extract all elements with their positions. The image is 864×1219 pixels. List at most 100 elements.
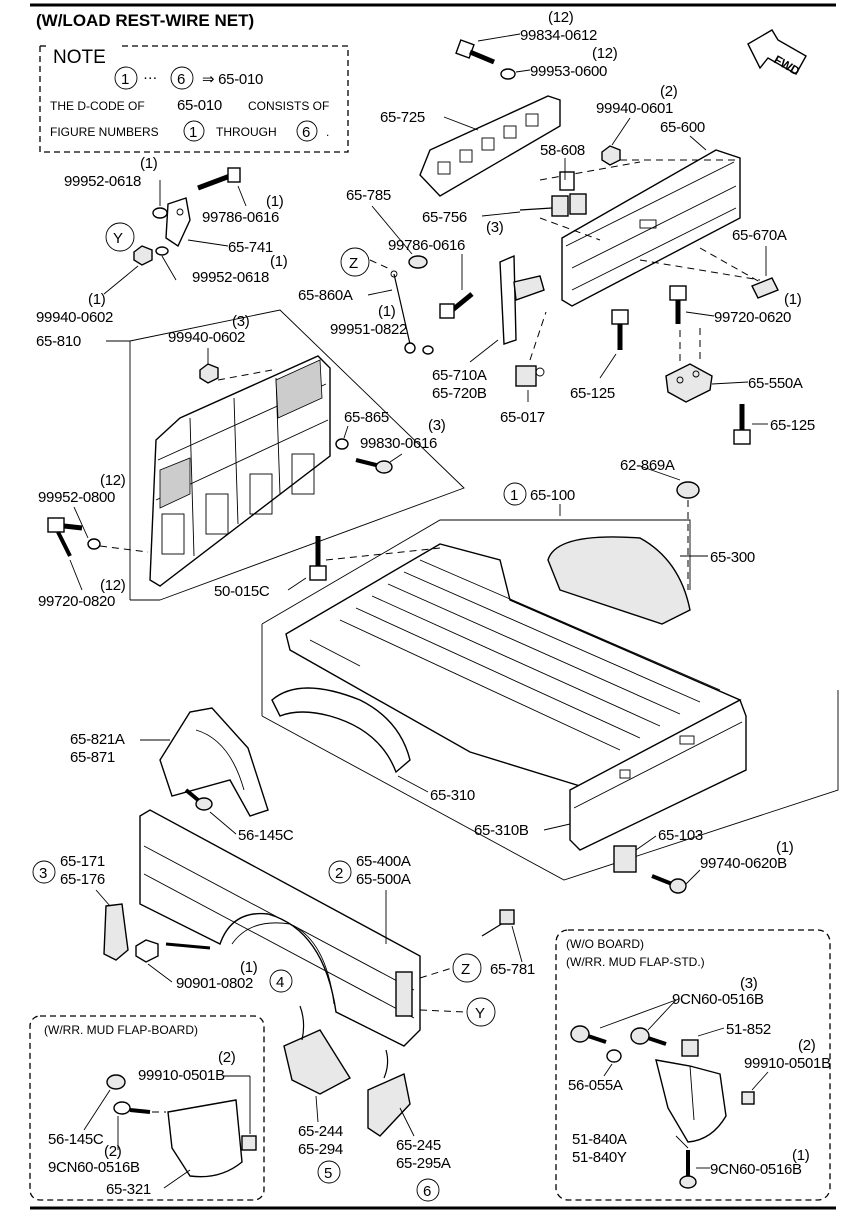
washer-99952-0618a-icon bbox=[152, 207, 168, 219]
callout-z-bottom bbox=[452, 953, 482, 983]
brace-65-171-icon bbox=[103, 903, 129, 961]
label-65-550A: 65-550A bbox=[748, 375, 803, 392]
label-bl-9CN60-0516B: 9CN60-0516B bbox=[48, 1159, 140, 1176]
bracket-65-741-icon bbox=[165, 197, 191, 248]
label-65-810: 65-810 bbox=[36, 333, 81, 350]
label-65-300: 65-300 bbox=[710, 549, 755, 566]
washer-65-865-icon bbox=[335, 438, 349, 450]
label-99830-qty: (3) bbox=[428, 417, 446, 434]
label-br-9CN60b-0516B: 9CN60-0516B bbox=[710, 1161, 802, 1178]
note-range-to: 6 bbox=[177, 71, 185, 88]
label-65-756: 65-756 bbox=[422, 209, 467, 226]
screw-bl-9CN60-icon bbox=[113, 1101, 151, 1115]
clip-br-56-055A-icon bbox=[606, 1049, 622, 1063]
callout-y-top bbox=[105, 222, 135, 252]
label-65-600: 65-600 bbox=[660, 119, 705, 136]
screw-br-9CN60b-icon bbox=[630, 1027, 667, 1046]
box-right-title-1: (W/O BOARD) bbox=[566, 937, 644, 951]
label-65-310: 65-310 bbox=[430, 787, 475, 804]
label-br-9CN60b-qty: (1) bbox=[792, 1147, 810, 1164]
label-99834-qty: (12) bbox=[548, 9, 574, 26]
label-99740-0620B: 99740-0620B bbox=[700, 855, 787, 872]
callout-1 bbox=[503, 482, 527, 506]
nut-90901-icon bbox=[135, 939, 211, 963]
label-65-125b: 65-125 bbox=[770, 417, 815, 434]
label-65-294: 65-294 bbox=[298, 1141, 343, 1158]
wire-net-outline bbox=[129, 309, 465, 601]
label-br-56-055A: 56-055A bbox=[568, 1077, 623, 1094]
label-br-99910-qty: (2) bbox=[798, 1037, 816, 1054]
label-99953-qty: (12) bbox=[592, 45, 618, 62]
label-c6: 6 bbox=[423, 1183, 431, 1200]
label-br-51-840A: 51-840A bbox=[572, 1131, 627, 1148]
tailgate-65-600-icon bbox=[561, 149, 741, 307]
label-99940-0602a-qty: (1) bbox=[88, 291, 106, 308]
hinge-65-710A-icon bbox=[499, 254, 545, 345]
washer-99953-icon bbox=[500, 68, 516, 80]
label-99786-0616b: 99786-0616 bbox=[388, 237, 465, 254]
label-c5: 5 bbox=[324, 1165, 332, 1182]
note-range-sep: ··· bbox=[143, 69, 157, 86]
screw-br-9CN60a-icon bbox=[570, 1025, 607, 1044]
fender-65-400A-icon bbox=[139, 809, 421, 1047]
washer-99951-icon bbox=[422, 345, 434, 355]
label-62-869A: 62-869A bbox=[620, 457, 675, 474]
label-br-51-852: 51-852 bbox=[726, 1021, 771, 1038]
bed-floor-65-100-icon bbox=[285, 543, 742, 787]
label-bl-65-321: 65-321 bbox=[106, 1181, 151, 1198]
note-title: NOTE bbox=[53, 47, 106, 68]
note-num-from: 1 bbox=[189, 124, 197, 141]
wire-net-65-810-icon bbox=[149, 355, 331, 587]
nut-br-99910-icon bbox=[741, 1091, 755, 1105]
note-line3-prefix: FIGURE NUMBERS bbox=[50, 125, 159, 139]
label-99951-0822: 99951-0822 bbox=[330, 321, 407, 338]
bolt-56-145C-icon bbox=[184, 788, 213, 811]
note-line2-code: 65-010 bbox=[177, 97, 222, 114]
label-99952-0618a: 99952-0618 bbox=[64, 173, 141, 190]
screw-99830-icon bbox=[355, 458, 393, 474]
washer-99952-0800-icon bbox=[87, 538, 101, 550]
label-y-bottom: Y bbox=[475, 1005, 485, 1022]
mud-flap-51-840A-icon bbox=[655, 1059, 727, 1143]
bolt-99720-0820-icon bbox=[47, 517, 83, 557]
label-y-top: Y bbox=[113, 230, 123, 247]
nut-99940-0601-icon bbox=[601, 145, 621, 166]
label-99786-0616a: 99786-0616 bbox=[202, 209, 279, 226]
label-99720-0820: 99720-0820 bbox=[38, 593, 115, 610]
label-65-017: 65-017 bbox=[500, 409, 545, 426]
label-99740-qty: (1) bbox=[776, 839, 794, 856]
note-circle-to bbox=[170, 66, 194, 90]
nut-99940-0602b-icon bbox=[199, 363, 219, 384]
callout-5 bbox=[317, 1160, 341, 1184]
label-65-781: 65-781 bbox=[490, 961, 535, 978]
label-99952-0800: 99952-0800 bbox=[38, 489, 115, 506]
label-99786-0616b-qty: (3) bbox=[486, 219, 504, 236]
label-99834-0612: 99834-0612 bbox=[520, 27, 597, 44]
cable-65-860A-icon bbox=[390, 270, 416, 354]
label-99720-0620-qty: (1) bbox=[784, 291, 802, 308]
callout-z-top bbox=[340, 247, 370, 277]
label-50-015C: 50-015C bbox=[214, 583, 270, 600]
cap-65-785-icon bbox=[408, 255, 428, 269]
label-65-725: 65-725 bbox=[380, 109, 425, 126]
callout-6 bbox=[416, 1178, 440, 1202]
block-65-103-icon bbox=[613, 845, 637, 873]
label-99952-0618b: 99952-0618 bbox=[192, 269, 269, 286]
label-br-9CN60a-0516B: 9CN60-0516B bbox=[672, 991, 764, 1008]
bed-outline bbox=[261, 519, 839, 881]
clip-br-51-852-icon bbox=[681, 1039, 699, 1057]
wheelhouse-65-310-icon bbox=[271, 687, 411, 774]
latch-58-608-icon bbox=[519, 171, 587, 217]
label-99830-0616: 99830-0616 bbox=[360, 435, 437, 452]
label-65-103: 65-103 bbox=[658, 827, 703, 844]
label-bl-99910-0501B: 99910-0501B bbox=[138, 1067, 225, 1084]
callout-2 bbox=[328, 860, 352, 884]
label-99940-0602b-qty: (3) bbox=[232, 313, 250, 330]
panel-65-310B-icon bbox=[569, 699, 747, 851]
label-bl-9CN60-qty: (2) bbox=[104, 1143, 122, 1160]
label-99952-0618a-qty: (1) bbox=[140, 155, 158, 172]
label-65-710A: 65-710A bbox=[432, 367, 487, 384]
bolt-65-125a-icon bbox=[611, 309, 629, 350]
